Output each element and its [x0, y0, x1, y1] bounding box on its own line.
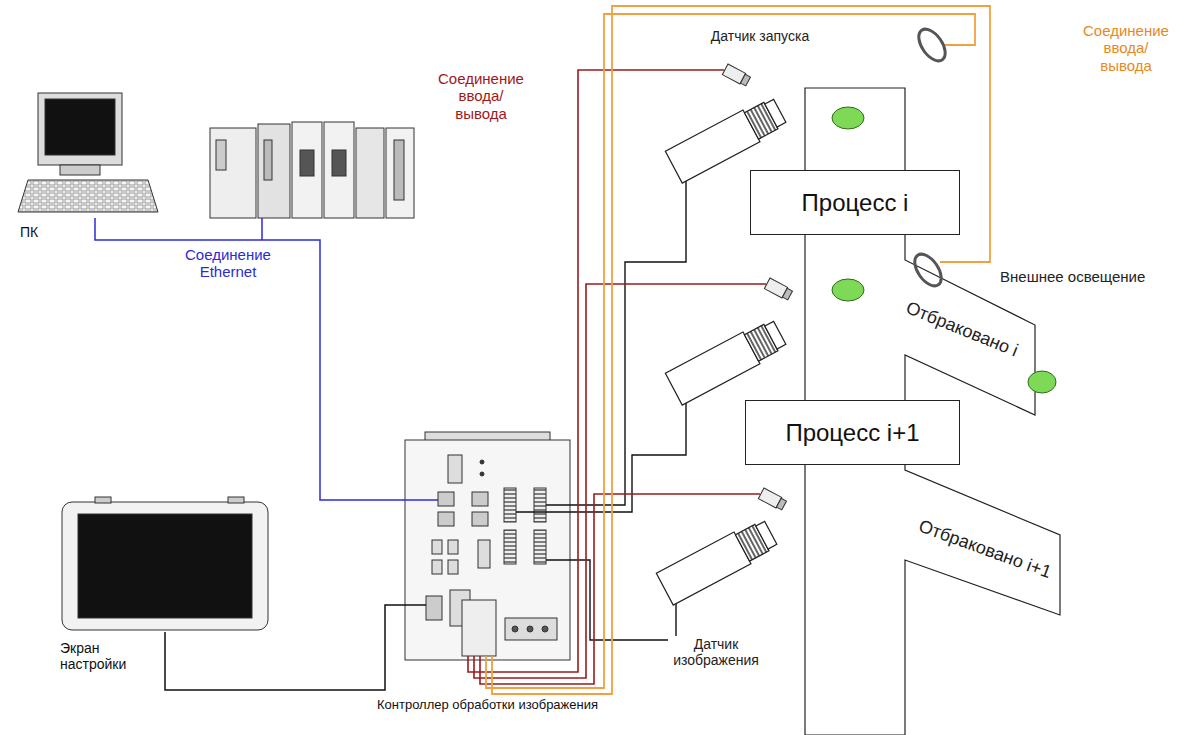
- device-label: Контроллер обработки изображения: [370, 698, 605, 713]
- ethernet-line: [95, 218, 405, 500]
- trigger-sensor-part: [782, 288, 792, 300]
- plc-rack: [210, 122, 414, 218]
- plc-rack-part: [356, 128, 384, 218]
- plc-rack-part: [264, 140, 272, 180]
- controller-housing-part: [505, 618, 557, 640]
- plc-rack-part: [210, 128, 256, 218]
- pc-icon: [18, 93, 158, 212]
- image-sensor-part: [765, 321, 786, 349]
- setup-screen: [62, 497, 268, 630]
- controller-housing: [405, 432, 570, 660]
- trigger-sensor: [764, 278, 793, 301]
- io-wire-red-part: [474, 284, 766, 678]
- controller-housing-part: [480, 460, 484, 464]
- screen-port-lead: [405, 604, 426, 606]
- process-label: Процесс i: [802, 189, 909, 217]
- process-box: Процесс i: [750, 170, 960, 235]
- trigger-sensor-part: [776, 498, 786, 510]
- ethernet-port-lead: [405, 499, 438, 501]
- product-puck-part: [1028, 371, 1056, 393]
- controller-housing-part: [432, 560, 442, 574]
- ethernet-line-path: [95, 218, 405, 500]
- ring-light-part: [909, 250, 946, 291]
- io-wire-orange-part: [486, 14, 975, 688]
- controller-housing-part: [534, 530, 546, 564]
- plc-rack-part: [324, 122, 354, 218]
- product-puck: [832, 107, 1056, 393]
- lighting-label: Внешнее освещение: [1000, 268, 1180, 285]
- process-label: Процесс i+1: [785, 419, 919, 447]
- image-sensor-part: [756, 521, 777, 549]
- pc-icon-part: [18, 180, 158, 212]
- device-label: Экран настройки: [60, 640, 140, 672]
- camera-cable: [516, 168, 686, 640]
- setup-screen-part: [95, 497, 111, 503]
- pc-icon-part: [38, 93, 122, 165]
- process-box: Процесс i+1: [745, 400, 960, 465]
- image-sensor-part: [765, 99, 786, 127]
- setup-screen-part: [78, 514, 252, 618]
- screen-cable: [165, 605, 405, 690]
- controller-housing-part: [534, 488, 546, 522]
- controller-housing-part: [512, 626, 518, 632]
- controller-housing-part: [426, 596, 442, 620]
- controller-housing-part: [438, 512, 454, 526]
- setup-screen-part: [62, 502, 268, 630]
- trigger-sensor: [722, 64, 751, 87]
- plc-rack-part: [332, 150, 346, 176]
- io-label: Соединение ввода/ вывода: [1080, 22, 1172, 74]
- io-wire-orange-part: [492, 6, 990, 694]
- camera-cable-part: [546, 560, 676, 640]
- trigger-sensor: [758, 488, 787, 511]
- controller-housing-part: [542, 626, 548, 632]
- plc-rack-part: [216, 140, 226, 170]
- controller-housing-part: [448, 455, 462, 483]
- controller-housing-part: [448, 540, 458, 554]
- controller-housing-part: [472, 512, 488, 526]
- controller-node: Контроллер обработки изображения: [405, 440, 570, 660]
- image-sensor-part: [665, 332, 760, 405]
- sensor-label: Датчик запуска: [700, 28, 820, 44]
- controller-housing-part: [527, 626, 533, 632]
- plc-rack-part: [394, 140, 404, 200]
- ring-light-part: [913, 25, 950, 66]
- product-puck-part: [832, 107, 864, 129]
- connection-label: Соединение Ethernet: [178, 246, 278, 281]
- controller-housing-part: [438, 492, 454, 506]
- controller-housing-part: [478, 540, 490, 568]
- io-wire-orange: [486, 6, 990, 694]
- image-sensor: [665, 317, 788, 405]
- controller-housing-part: [405, 440, 570, 660]
- screen-node: Экран настройки: [60, 500, 270, 632]
- screen-cable-path: [165, 605, 405, 690]
- setup-screen-part: [228, 497, 244, 503]
- device-label: ПК: [20, 224, 60, 240]
- controller-housing-part: [432, 540, 442, 554]
- plc-rack-part: [292, 122, 322, 218]
- controller-housing-part: [448, 560, 458, 574]
- pc-icon-part: [60, 165, 100, 175]
- ring-light: [909, 25, 950, 291]
- controller-housing-part: [504, 530, 516, 564]
- image-sensor: [656, 517, 779, 605]
- plc-rack-part: [386, 128, 414, 218]
- controller-housing-part: [472, 492, 488, 506]
- io-label: Соединение ввода/ вывода: [435, 70, 527, 122]
- controller-housing-part: [462, 600, 496, 656]
- pc-node: ПК: [20, 90, 160, 218]
- io-wire-red: [468, 70, 766, 684]
- sensor-label: Датчик изображения: [668, 636, 764, 668]
- product-puck-part: [832, 279, 864, 301]
- plc-rack-part: [258, 124, 290, 218]
- controller-housing-part: [504, 488, 516, 522]
- image-sensor-part: [665, 110, 760, 183]
- plc-rack-part: [300, 150, 314, 176]
- trigger-sensor-part: [740, 74, 750, 86]
- pc-icon-part: [45, 99, 115, 155]
- image-sensor-part: [656, 532, 751, 605]
- controller-housing-part: [480, 472, 484, 476]
- ethernet-drop: [261, 218, 263, 240]
